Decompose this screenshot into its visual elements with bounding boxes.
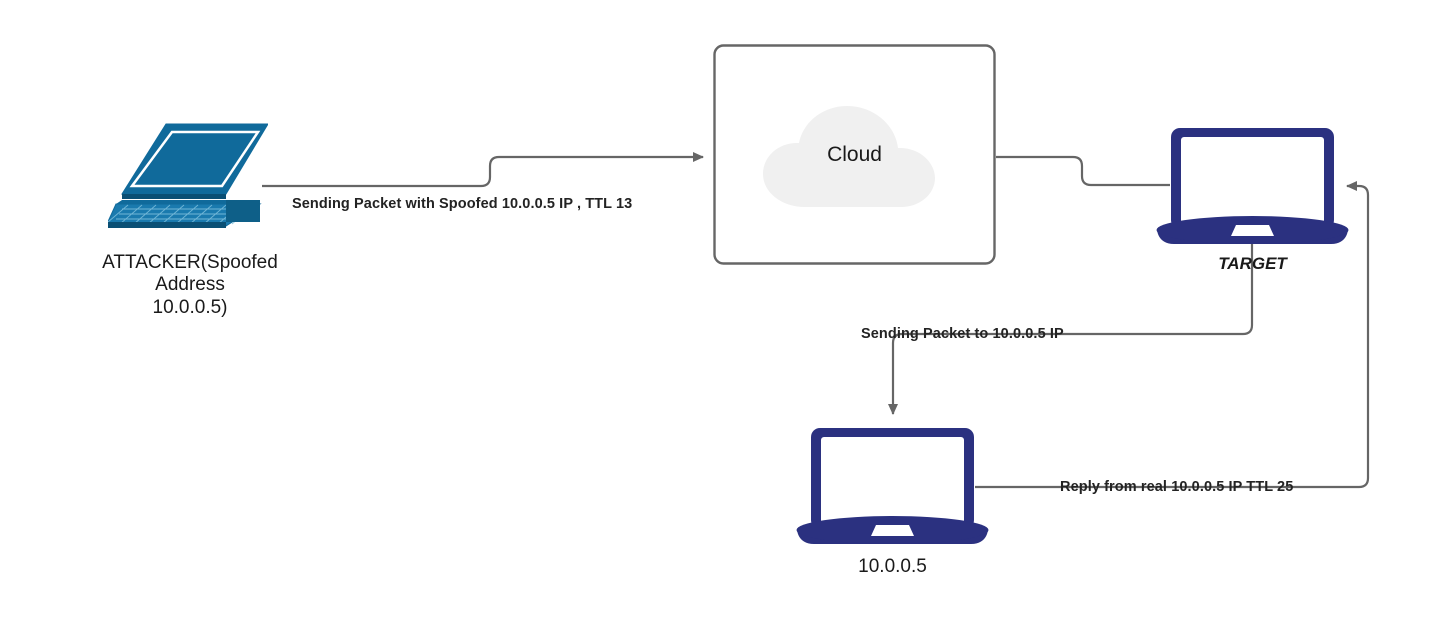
laptop-front-navy-icon <box>796 428 989 544</box>
edge-label-victim-to-target-reply: Reply from real 10.0.0.5 IP TTL 25 <box>1060 479 1294 495</box>
laptop-3d-teal-icon <box>108 123 268 228</box>
cloud-icon <box>763 106 935 207</box>
victim-label: 10.0.0.5 <box>858 556 927 577</box>
edge-label-attacker-to-cloud: Sending Packet with Spoofed 10.0.0.5 IP … <box>292 196 633 212</box>
node-attacker[interactable] <box>108 122 268 232</box>
attacker-label: ATTACKER(Spoofed Address 10.0.0.5) <box>102 252 278 318</box>
connector-victim-to-target-reply <box>975 181 1370 489</box>
cloud-label: Cloud <box>827 143 882 166</box>
edge-label-target-to-victim: Sending Packet to 10.0.0.5 IP <box>861 326 1064 342</box>
connector-attacker-to-cloud <box>262 152 704 188</box>
connector-target-to-victim <box>888 238 1254 415</box>
cloud-container-box <box>713 44 996 265</box>
laptop-front-navy-icon <box>1156 128 1349 244</box>
node-target[interactable] <box>1155 126 1350 244</box>
target-label: TARGET <box>1218 254 1287 273</box>
connector-cloud-to-target <box>996 155 1170 187</box>
node-cloud[interactable] <box>713 44 996 265</box>
node-victim[interactable] <box>795 426 990 544</box>
